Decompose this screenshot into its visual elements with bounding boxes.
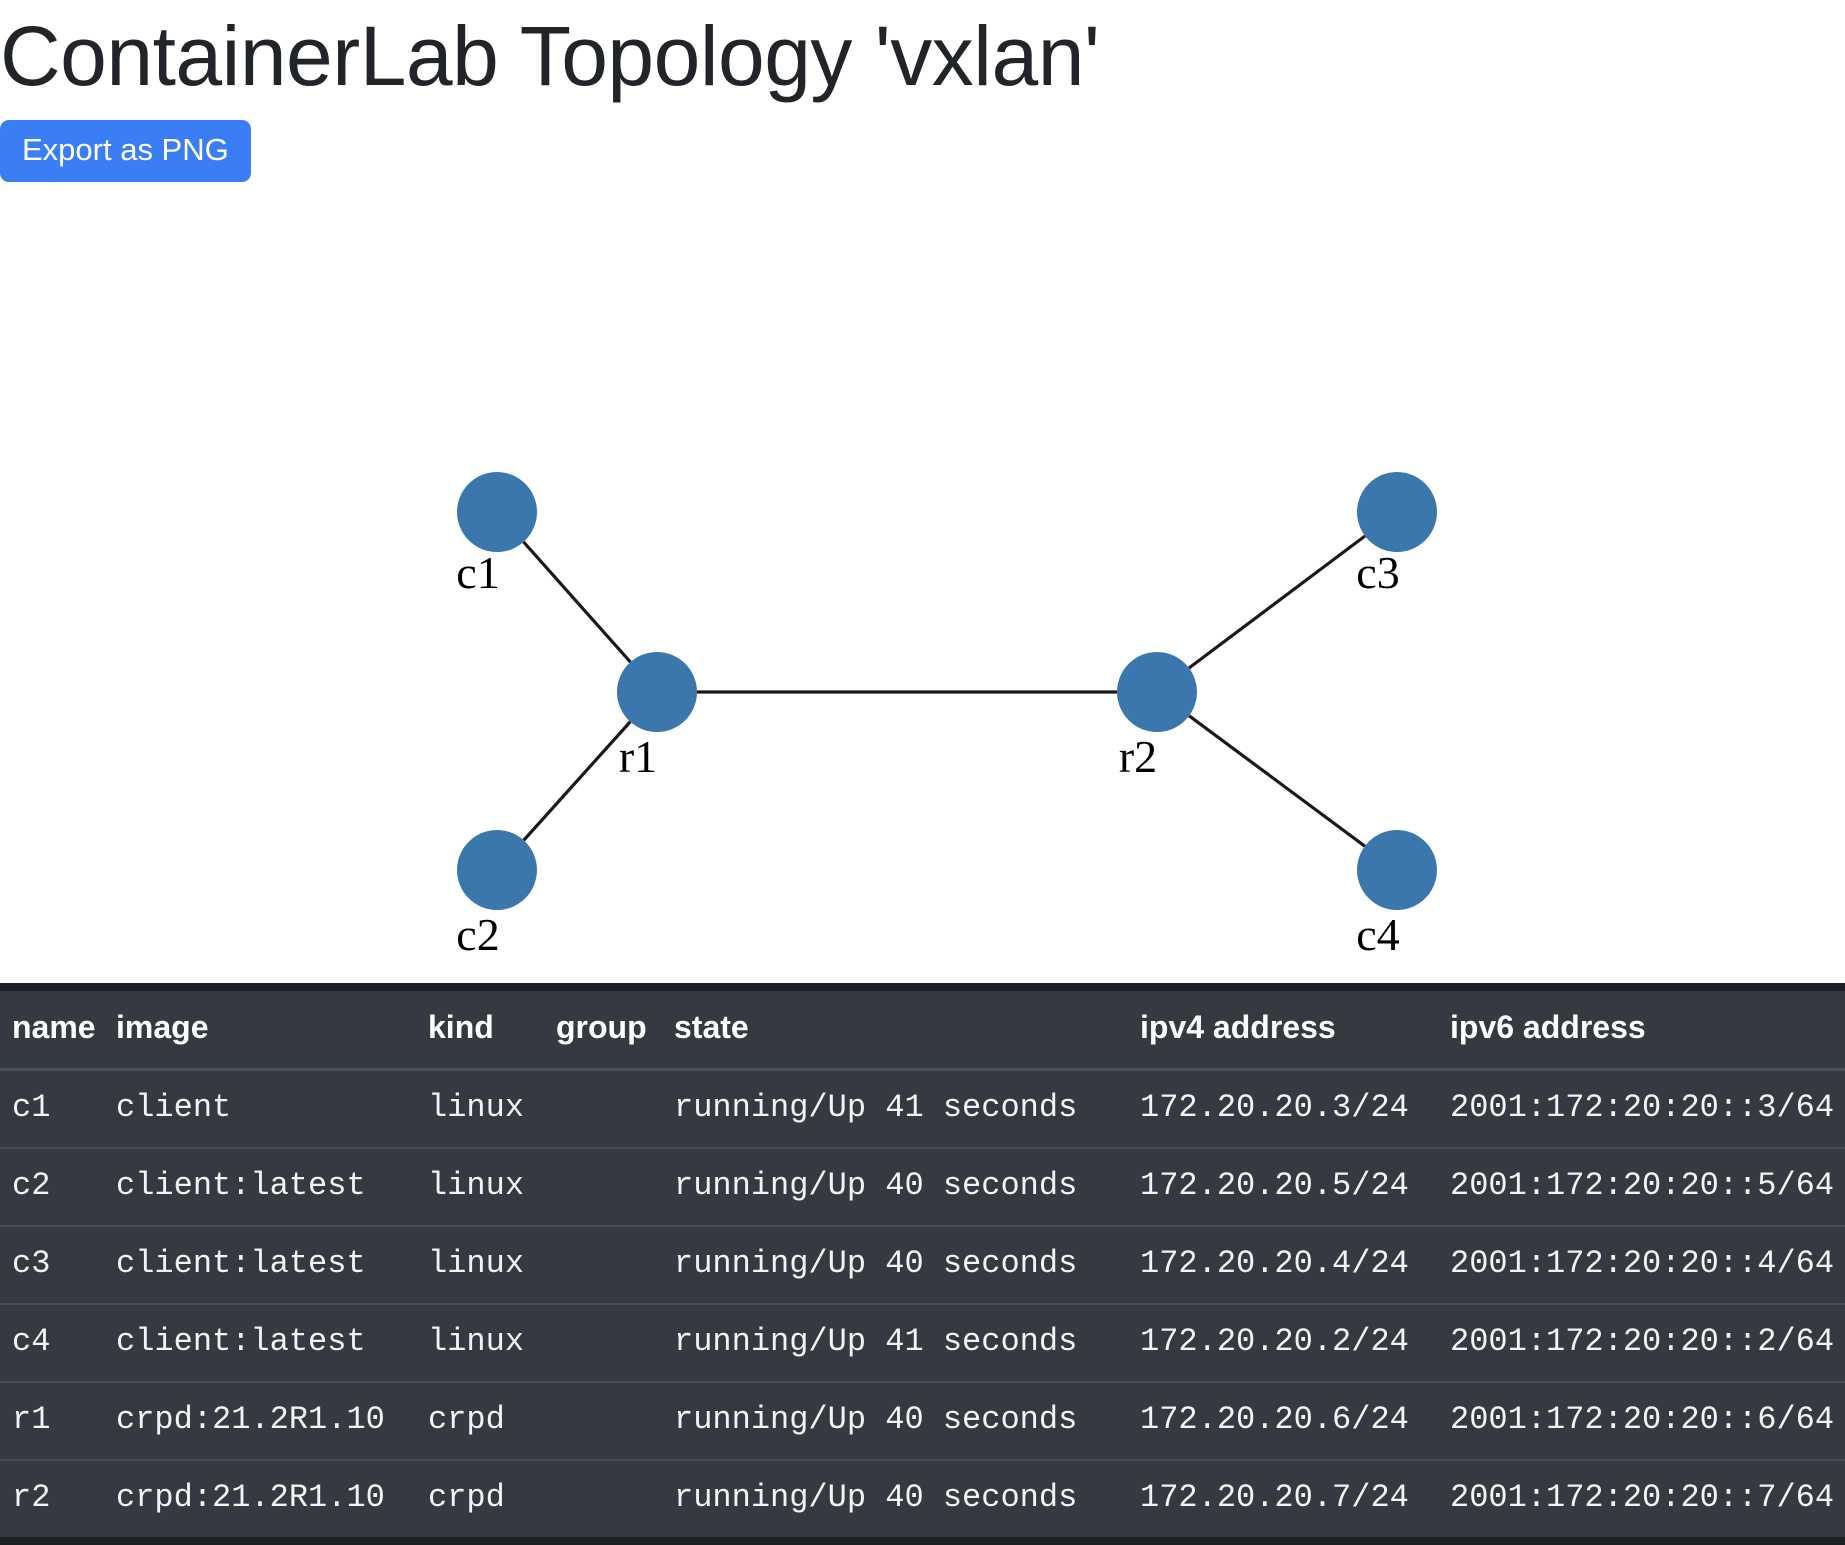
cell-image: client:latest — [116, 1303, 428, 1382]
graph-edge-c1-r1 — [522, 540, 632, 664]
graph-node-c1[interactable]: c1 — [456, 472, 537, 598]
column-header-ipv6-address[interactable]: ipv6 address — [1450, 991, 1845, 1071]
cell-kind: linux — [428, 1225, 556, 1304]
cell-state: running/Up 41 seconds — [674, 1089, 1078, 1126]
cell-group — [556, 1070, 674, 1149]
cell-state: running/Up 40 seconds — [674, 1459, 1140, 1537]
cell-image: client — [116, 1089, 232, 1126]
cell-image: crpd:21.2R1.10 — [116, 1381, 428, 1460]
cell-ipv4-address: 172.20.20.4/24 — [1140, 1225, 1450, 1304]
graph-node-group: c1 c2 c3 c4 r1 r2 — [456, 472, 1437, 960]
column-header-state[interactable]: state — [674, 991, 1140, 1071]
column-header-ipv4-address[interactable]: ipv4 address — [1140, 991, 1450, 1071]
cell-kind: linux — [428, 1147, 556, 1226]
nodes-table: name image kind group state ipv4 address… — [0, 991, 1845, 1537]
column-header-kind[interactable]: kind — [428, 991, 556, 1071]
node-circle-c2[interactable] — [457, 830, 537, 910]
cell-ipv4-address: 172.20.20.6/24 — [1140, 1381, 1450, 1460]
cell-name: r1 — [0, 1381, 116, 1460]
graph-node-c4[interactable]: c4 — [1356, 830, 1437, 960]
graph-edge-r2-c4 — [1188, 714, 1366, 848]
cell-name: c2 — [0, 1147, 116, 1226]
graph-node-r1[interactable]: r1 — [617, 652, 697, 782]
cell-ipv4-address: 172.20.20.7/24 — [1140, 1459, 1450, 1537]
graph-edge-group — [522, 534, 1366, 848]
node-circle-c1[interactable] — [457, 472, 537, 552]
cell-name: r2 — [0, 1459, 116, 1537]
cell-ipv6-address: 2001:172:20:20::3/64 — [1450, 1089, 1835, 1126]
node-label-c4: c4 — [1356, 909, 1399, 960]
cell-ipv6-address: 2001:172:20:20::5/64 — [1450, 1147, 1845, 1226]
graph-node-c2[interactable]: c2 — [456, 830, 537, 960]
column-header-image[interactable]: image — [116, 991, 428, 1071]
cell-state: running/Up 41 seconds — [674, 1303, 1140, 1382]
table-header-row: name image kind group state ipv4 address… — [0, 991, 1845, 1071]
cell-image: client:latest — [116, 1225, 428, 1304]
node-label-c3: c3 — [1356, 547, 1399, 598]
cell-name: c1 — [12, 1089, 51, 1126]
graph-edge-r2-c3 — [1188, 534, 1366, 670]
cell-ipv4-address: 172.20.20.5/24 — [1140, 1147, 1450, 1226]
cell-kind: crpd — [428, 1459, 556, 1537]
cell-ipv6-address: 2001:172:20:20::7/64 — [1450, 1459, 1845, 1537]
node-circle-r1[interactable] — [617, 652, 697, 732]
cell-ipv6-address: 2001:172:20:20::2/64 — [1450, 1303, 1845, 1382]
node-label-c2: c2 — [456, 909, 499, 960]
cell-name: c3 — [0, 1225, 116, 1304]
table-row[interactable]: c1 client linux running/Up 41 seconds 172.20… — [0, 1070, 1845, 1149]
node-circle-c3[interactable] — [1357, 472, 1437, 552]
cell-ipv6-address: 2001:172:20:20::4/64 — [1450, 1225, 1845, 1304]
cell-group — [556, 1303, 674, 1382]
cell-ipv4-address: 172.20.20.3/24 — [1140, 1089, 1409, 1126]
cell-kind: linux — [428, 1303, 556, 1382]
graph-node-c3[interactable]: c3 — [1356, 472, 1437, 598]
cell-state: running/Up 40 seconds — [674, 1147, 1140, 1226]
graph-edge-c2-r1 — [522, 720, 632, 842]
cell-ipv6-address: 2001:172:20:20::6/64 — [1450, 1381, 1845, 1460]
cell-group — [556, 1381, 674, 1460]
graph-node-r2[interactable]: r2 — [1117, 652, 1197, 782]
cell-kind: linux — [428, 1089, 525, 1126]
cell-state: running/Up 40 seconds — [674, 1381, 1140, 1460]
node-label-c1: c1 — [456, 547, 499, 598]
node-label-r1: r1 — [619, 731, 657, 782]
node-circle-c4[interactable] — [1357, 830, 1437, 910]
cell-group — [556, 1225, 674, 1304]
cell-group — [556, 1147, 674, 1226]
cell-name: c4 — [0, 1303, 116, 1382]
node-label-r2: r2 — [1119, 731, 1157, 782]
cell-image: client:latest — [116, 1147, 428, 1226]
cell-kind: crpd — [428, 1381, 556, 1460]
nodes-table-head: name image kind group state ipv4 address… — [0, 991, 1845, 1071]
export-as-png-button[interactable]: Export as PNG — [0, 120, 251, 182]
topology-graph: c1 c2 c3 c4 r1 r2 — [456, 472, 1437, 960]
cell-state: running/Up 40 seconds — [674, 1225, 1140, 1304]
cell-ipv4-address: 172.20.20.2/24 — [1140, 1303, 1450, 1382]
column-header-name[interactable]: name — [0, 991, 116, 1071]
page-title: ContainerLab Topology 'vxlan' — [0, 9, 1100, 103]
nodes-table-container: name image kind group state ipv4 address… — [0, 983, 1845, 1545]
cell-image: crpd:21.2R1.10 — [116, 1459, 428, 1537]
node-circle-r2[interactable] — [1117, 652, 1197, 732]
cell-group — [556, 1459, 674, 1537]
column-header-group[interactable]: group — [556, 991, 674, 1071]
